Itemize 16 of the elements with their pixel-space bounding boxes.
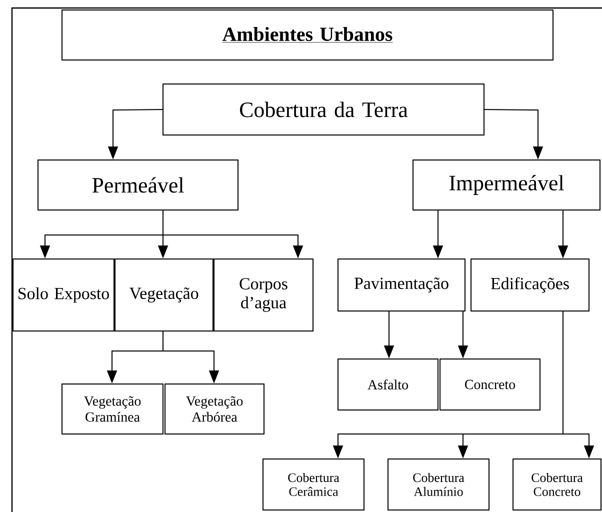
category-box: Impermeável xyxy=(412,160,600,210)
class-box: Edificações xyxy=(470,258,590,312)
subclass-box: Vegetação Arbórea xyxy=(164,384,264,434)
class-box: Corpos d’agua xyxy=(214,258,314,332)
subclass-box: Vegetação Gramínea xyxy=(62,384,164,434)
class-box: Vegetação xyxy=(114,258,214,332)
subclass-box: Cobertura Concreto xyxy=(512,458,602,510)
subclass-box: Asfalto xyxy=(338,358,438,410)
class-box: Pavimentação xyxy=(338,258,466,312)
title-box: Ambientes Urbanos xyxy=(62,10,554,60)
category-box: Permeável xyxy=(38,160,238,210)
subclass-box: Cobertura Cerâmica xyxy=(262,458,364,510)
subclass-box: Cobertura Alumínio xyxy=(388,458,490,510)
category-box: Cobertura da Terra xyxy=(162,84,484,136)
subclass-box: Concreto xyxy=(440,358,540,410)
class-box: Solo Exposto xyxy=(12,258,114,332)
